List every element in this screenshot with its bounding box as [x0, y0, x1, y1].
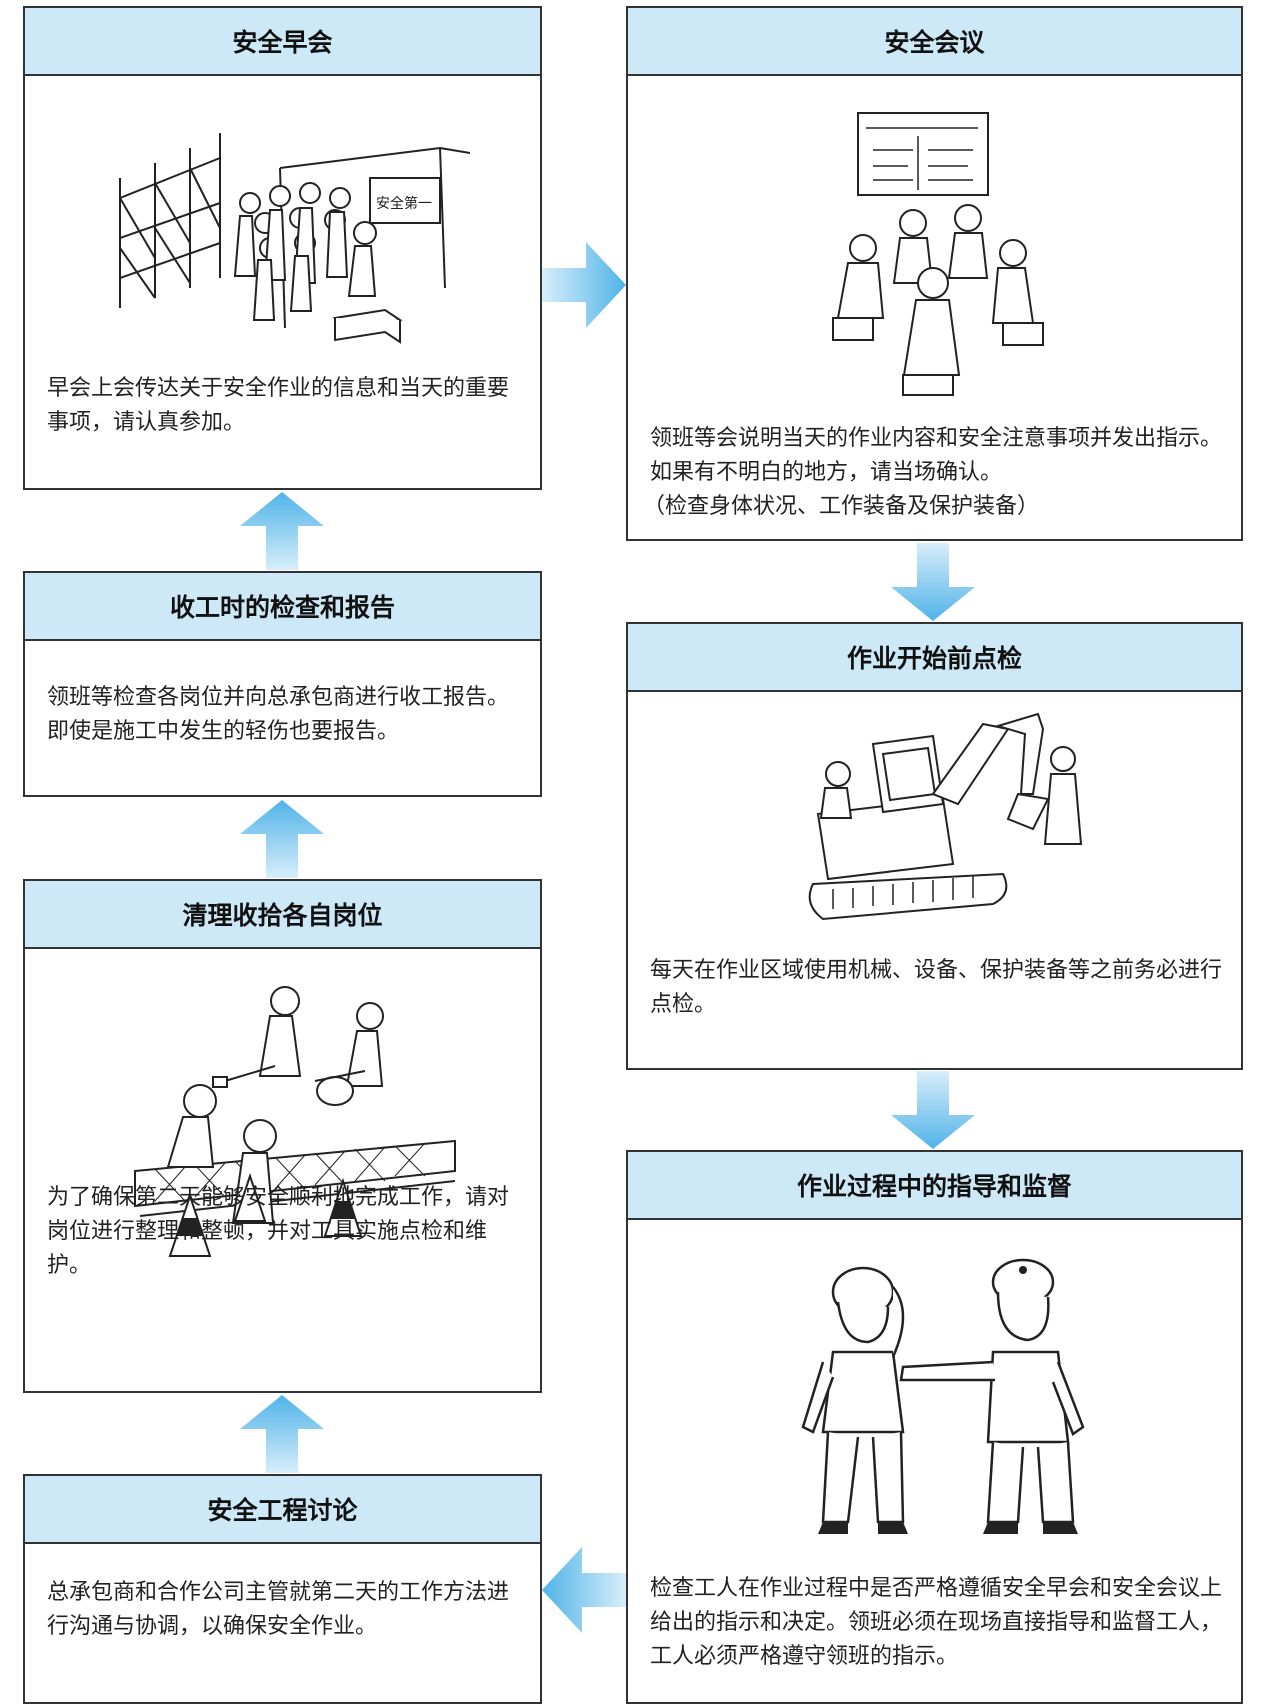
step-description: 为了确保第二天能够安全顺利地完成工作，请对岗位进行整理和整顿，并对工具实施点检和…	[47, 1185, 510, 1278]
step-title: 清理收拾各自岗位	[25, 881, 540, 949]
step-safety-discussion: 安全工程讨论 总承包商和合作公司主管就第二天的工作方法进行沟通与协调，以确保安全…	[23, 1474, 542, 1704]
step-cleanup: 清理收拾各自岗位	[23, 879, 542, 1393]
morning-meeting-illustration: 安全第一	[119, 133, 470, 344]
step-note: （检查身体状况、工作装备及保护装备）	[643, 494, 1040, 519]
step-morning-meeting: 安全早会 安全第一	[23, 6, 542, 490]
supervision-illustration	[801, 1258, 1085, 1534]
step-pre-work-inspection: 作业开始前点检	[626, 622, 1243, 1070]
step-description: 每天在作业区域使用机械、设备、保护装备等之前务必进行点检。	[650, 958, 1223, 1017]
step-title: 安全工程讨论	[25, 1476, 540, 1544]
step-safety-meeting: 安全会议 领班等会说明	[626, 6, 1243, 541]
step-title: 作业过程中的指导和监督	[628, 1152, 1241, 1220]
step-description: 领班等会说明当天的作业内容和安全注意事项并发出指示。如果有不明白的地方，请当场确…	[650, 426, 1223, 485]
arrow-up-icon	[240, 1395, 324, 1473]
excavator-inspection-illustration	[808, 712, 1083, 921]
step-title: 安全会议	[628, 8, 1241, 76]
step-closing-report: 收工时的检查和报告 领班等检查各岗位并向总承包商进行收工报告。即使是施工中发生的…	[23, 571, 542, 797]
safety-meeting-illustration	[832, 112, 1044, 396]
arrow-up-icon	[240, 800, 324, 878]
arrow-left-icon	[542, 1547, 626, 1633]
step-description: 总承包商和合作公司主管就第二天的工作方法进行沟通与协调，以确保安全作业。	[47, 1580, 510, 1639]
step-title: 安全早会	[25, 8, 540, 76]
arrow-right-icon	[542, 242, 626, 328]
step-title: 作业开始前点检	[628, 624, 1241, 692]
arrow-down-icon	[891, 543, 975, 621]
safety-sign-text: 安全第一	[376, 195, 432, 212]
arrow-up-icon	[240, 492, 324, 570]
step-description: 领班等检查各岗位并向总承包商进行收工报告。即使是施工中发生的轻伤也要报告。	[47, 685, 510, 744]
step-description: 检查工人在作业过程中是否严格遵循安全早会和安全会议上给出的指示和决定。领班必须在…	[650, 1576, 1223, 1669]
step-supervision: 作业过程中的指导和监督 检查工人在作业过程中是否严	[626, 1150, 1243, 1704]
arrow-down-icon	[891, 1071, 975, 1149]
cleanup-illustration	[134, 986, 456, 1257]
step-description: 早会上会传达关于安全作业的信息和当天的重要事项，请认真参加。	[47, 376, 510, 435]
step-title: 收工时的检查和报告	[25, 573, 540, 641]
